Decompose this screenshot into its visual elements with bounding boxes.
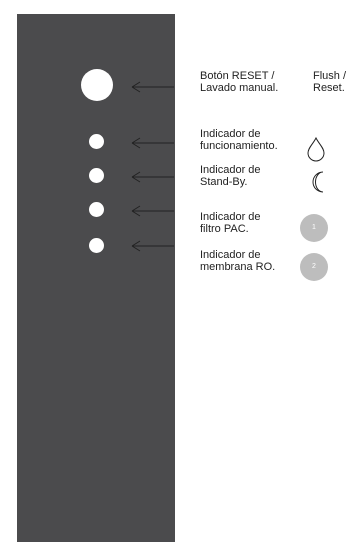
ro-membrane-indicator-light	[89, 238, 104, 253]
reset-alt-label-line-1: Flush /	[313, 70, 347, 82]
reset-arrow-icon	[131, 81, 174, 93]
ro-label: Indicador de membrana RO.	[200, 249, 276, 273]
pac-label: Indicador de filtro PAC.	[200, 211, 261, 235]
running-label-line-1: Indicador de	[200, 128, 261, 140]
reset-label: Botón RESET / Lavado manual.	[200, 70, 279, 94]
reset-label-line-1: Botón RESET /	[200, 70, 275, 82]
pac-badge: 1	[300, 214, 328, 242]
standby-label-line-1: Indicador de	[200, 164, 261, 176]
ro-arrow-icon	[131, 240, 174, 252]
standby-label-line-2: Stand-By.	[200, 175, 248, 188]
ro-badge: 2	[300, 253, 328, 281]
reset-button[interactable]	[81, 69, 113, 101]
running-indicator-light	[89, 134, 104, 149]
running-label-line-2: funcionamiento.	[200, 139, 278, 152]
pac-filter-indicator-light	[89, 202, 104, 217]
standby-indicator-light	[89, 168, 104, 183]
reset-alt-label: Flush / Reset.	[313, 70, 347, 94]
standby-label: Indicador de Stand-By.	[200, 164, 261, 188]
running-arrow-icon	[131, 137, 174, 149]
pac-label-line-1: Indicador de	[200, 211, 261, 223]
control-panel	[17, 14, 175, 542]
reset-label-line-2: Lavado manual.	[200, 81, 279, 94]
ro-label-line-2: membrana RO.	[200, 260, 276, 273]
pac-arrow-icon	[131, 205, 174, 217]
water-drop-icon	[307, 136, 325, 162]
pac-label-line-2: filtro PAC.	[200, 222, 249, 235]
running-label: Indicador de funcionamiento.	[200, 128, 278, 152]
ro-label-line-1: Indicador de	[200, 249, 261, 261]
moon-icon	[312, 171, 324, 193]
standby-arrow-icon	[131, 171, 174, 183]
reset-alt-label-line-2: Reset.	[313, 81, 345, 94]
